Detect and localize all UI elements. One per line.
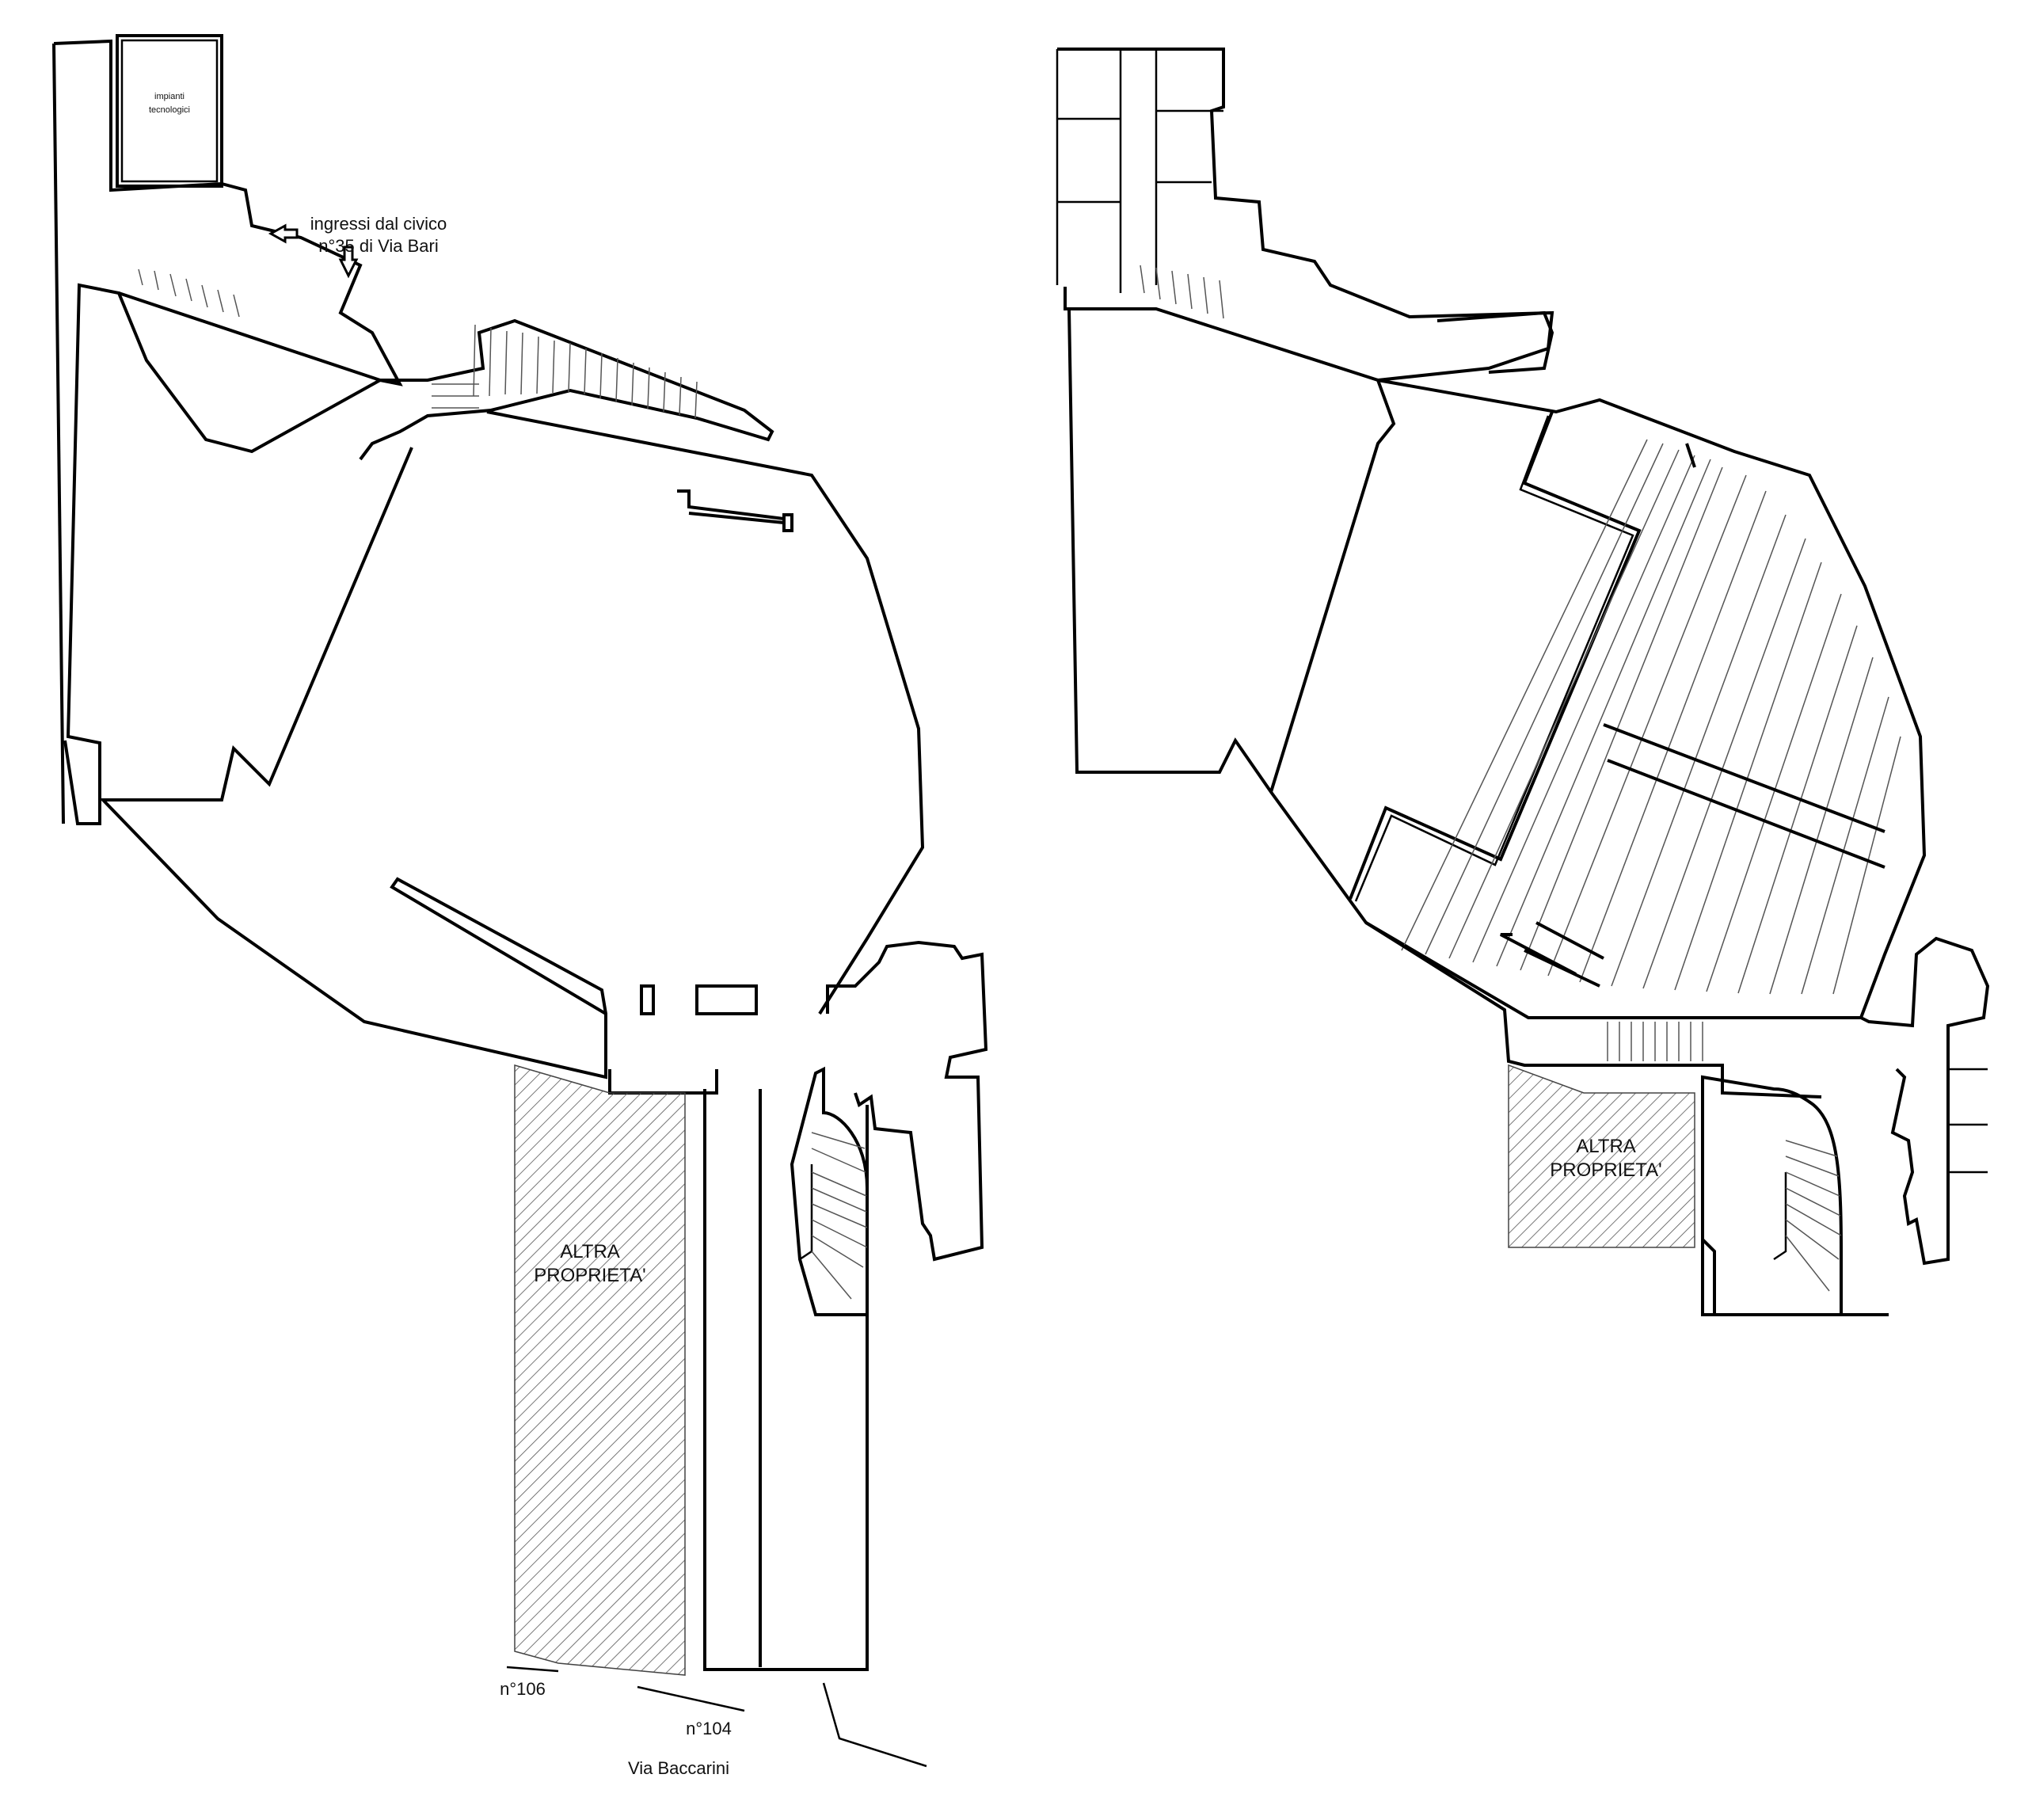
street-edge <box>506 1666 927 1768</box>
technical-room <box>116 34 223 188</box>
right-plan <box>1056 48 1990 1316</box>
left-aisle <box>1500 443 1696 976</box>
inner-wall-left <box>1349 411 1642 900</box>
label-altra-right-2: PROPRIETA' <box>1550 1159 1662 1181</box>
lower-right-block <box>1701 1164 1889 1316</box>
left-plan <box>52 34 988 1768</box>
upper-landing <box>1436 310 1554 374</box>
altra-proprieta-right-area <box>1508 1064 1695 1248</box>
main-hall <box>99 410 925 1079</box>
upper-stair-right <box>1140 265 1224 319</box>
label-altra-right-1: ALTRA <box>1576 1136 1636 1157</box>
spiral-stair-right <box>1701 1075 1843 1316</box>
lower-stair-treads <box>1607 1022 1703 1061</box>
lower-stair-corridor <box>1364 921 1861 1098</box>
label-impianti-2: tecnologici <box>149 105 190 115</box>
upper-stair-treads <box>138 268 698 419</box>
lower-right-wall <box>826 940 988 1262</box>
spiral-stair-left <box>790 1066 869 1316</box>
counter <box>677 489 793 532</box>
seating-rows <box>1401 439 1901 995</box>
left-outer-wall <box>52 43 65 824</box>
pillar-2 <box>695 984 758 1015</box>
label-altra-left-1: ALTRA <box>560 1241 620 1262</box>
entrance-arrow-icon <box>268 223 299 244</box>
pillar-1 <box>640 984 655 1015</box>
auditorium <box>1067 308 1927 1019</box>
label-ingressi-2: n°35 di Via Bari <box>318 236 439 256</box>
corridor-entry <box>608 1069 718 1095</box>
upper-rooms-block <box>1057 48 1554 383</box>
label-impianti-1: impianti <box>154 92 185 101</box>
entrance-arrow-icon <box>338 246 359 279</box>
label-civico-104: n°104 <box>686 1719 732 1738</box>
cross-aisle <box>1524 723 1885 988</box>
label-civico-106: n°106 <box>500 1679 546 1699</box>
altra-proprieta-left-area <box>514 1064 686 1676</box>
label-street: Via Baccarini <box>628 1758 729 1778</box>
left-corridor-wall <box>53 39 403 825</box>
label-altra-left-2: PROPRIETA' <box>534 1265 646 1286</box>
label-ingressi-1: ingressi dal civico <box>310 214 447 234</box>
street-corridor <box>703 1089 869 1671</box>
upper-ramp <box>118 291 774 461</box>
right-side-rooms <box>1860 936 1990 1266</box>
